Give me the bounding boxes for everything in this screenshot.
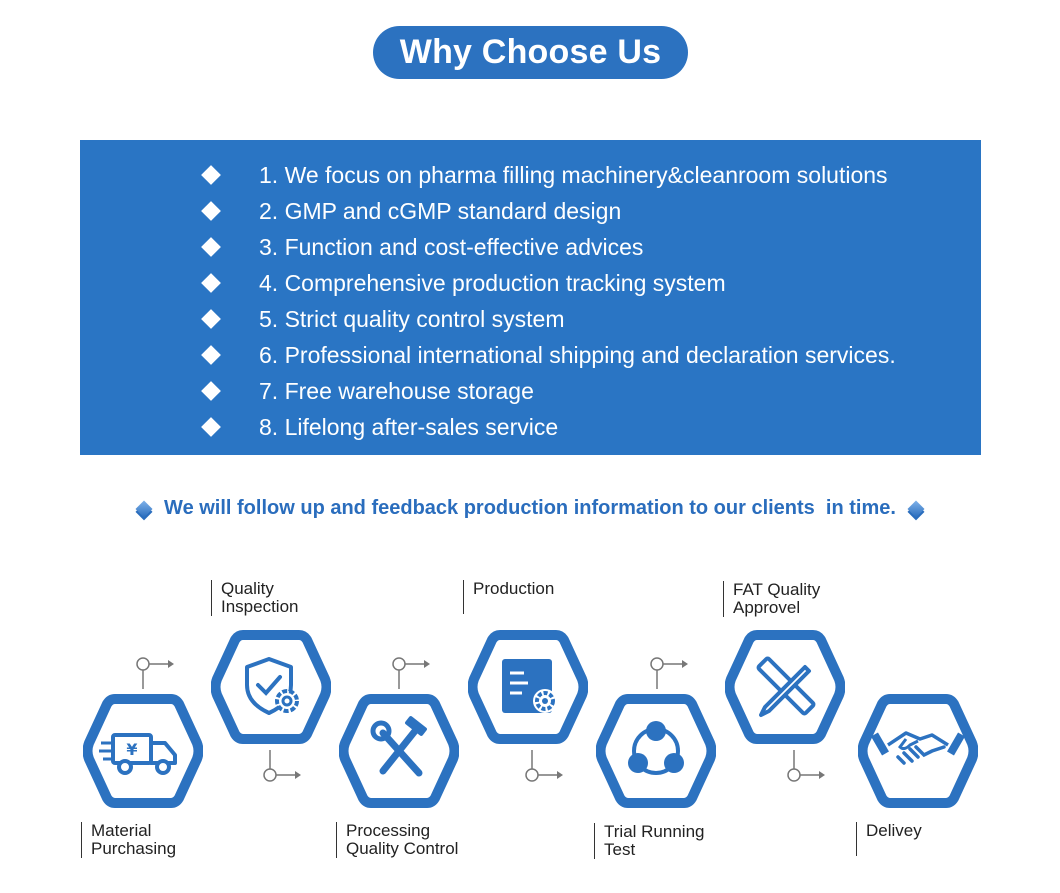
shield-check-icon [245, 657, 299, 715]
step-trial-running [596, 694, 716, 808]
feature-item: 6. Professional international shipping a… [200, 337, 896, 373]
feature-text: 1. We focus on pharma filling machinery&… [259, 161, 888, 188]
features-list: 1. We focus on pharma filling machinery&… [200, 157, 896, 445]
feature-item: 8. Lifelong after-sales service [200, 409, 896, 445]
feature-text: 4. Comprehensive production tracking sys… [259, 269, 726, 296]
feature-text: 5. Strict quality control system [259, 305, 565, 332]
connector-down-icon [787, 750, 825, 782]
diamond-bullet-icon [201, 309, 221, 329]
feature-text: 7. Free warehouse storage [259, 377, 534, 404]
follow-up-banner: We will follow up and feedback productio… [0, 497, 1060, 520]
feature-text: 2. GMP and cGMP standard design [259, 197, 622, 224]
connector-down-icon [263, 750, 301, 782]
title-banner: Why Choose Us [373, 26, 688, 79]
label-delivery: Delivey [856, 822, 922, 856]
diamond-left-icon [135, 500, 153, 517]
diamond-right-icon [907, 500, 925, 517]
feature-item: 3. Function and cost-effective advices [200, 229, 896, 265]
connector-up-icon [392, 657, 430, 689]
step-production [468, 630, 588, 744]
feature-item: 4. Comprehensive production tracking sys… [200, 265, 896, 301]
diamond-bullet-icon [201, 345, 221, 365]
feature-item: 5. Strict quality control system [200, 301, 896, 337]
feature-text: 3. Function and cost-effective advices [259, 233, 644, 260]
connector-down-icon [525, 750, 563, 782]
diamond-bullet-icon [201, 273, 221, 293]
diamond-bullet-icon [201, 381, 221, 401]
feature-item: 7. Free warehouse storage [200, 373, 896, 409]
truck-icon: ¥ [99, 733, 177, 775]
connector-up-icon [136, 657, 174, 689]
handshake-icon [871, 731, 965, 765]
label-production: Production [463, 580, 554, 614]
tools-icon [370, 716, 427, 777]
feature-item: 1. We focus on pharma filling machinery&… [200, 157, 896, 193]
step-fat-quality [725, 630, 845, 744]
feature-text: 6. Professional international shipping a… [259, 341, 896, 368]
cycle-nodes-icon [628, 721, 684, 775]
connector-up-icon [650, 657, 688, 689]
document-gear-icon [502, 659, 557, 713]
follow-up-text: We will follow up and feedback productio… [164, 497, 896, 519]
feature-item: 2. GMP and cGMP standard design [200, 193, 896, 229]
step-quality-inspection [211, 630, 331, 744]
diamond-bullet-icon [201, 237, 221, 257]
diamond-bullet-icon [201, 417, 221, 437]
step-delivery [858, 694, 978, 808]
feature-text: 8. Lifelong after-sales service [259, 413, 559, 440]
step-processing-qc [339, 694, 459, 808]
features-panel: 1. We focus on pharma filling machinery&… [80, 140, 981, 455]
step-material-purchasing: ¥ [83, 694, 203, 808]
diamond-bullet-icon [201, 201, 221, 221]
page-title: Why Choose Us [399, 33, 662, 71]
diamond-bullet-icon [201, 165, 221, 185]
ruler-pencil-icon [756, 656, 816, 717]
svg-text:¥: ¥ [126, 740, 137, 759]
